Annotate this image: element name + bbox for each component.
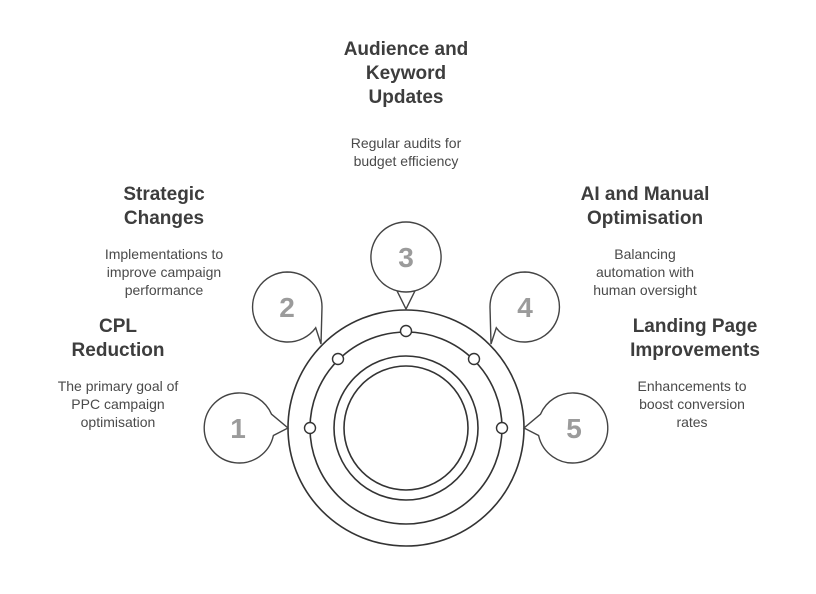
stage-4-title: AI and Manual Optimisation xyxy=(580,184,710,229)
inner-ring-inner xyxy=(343,365,469,491)
marker-dot-5 xyxy=(495,421,509,435)
stage-badge-5: 5 xyxy=(522,392,609,464)
stage-badge-4: 4 xyxy=(489,271,561,345)
stage-4-description: Balancing automation with human oversigh… xyxy=(593,246,697,298)
badge-number-4: 4 xyxy=(517,292,533,323)
badge-number-1: 1 xyxy=(230,413,246,444)
stage-2-description: Implementations to improve campaign perf… xyxy=(104,246,224,298)
stage-badge-2: 2 xyxy=(251,271,323,345)
badge-number-2: 2 xyxy=(279,292,295,323)
stage-badge-3: 3 xyxy=(370,221,442,311)
stage-5-description: Enhancements to boost conversion rates xyxy=(637,378,747,430)
stage-1-description: The primary goal of PPC campaign optimis… xyxy=(57,378,179,430)
stage-2-title: Strategic Changes xyxy=(123,184,205,229)
stage-3-title: Audience and Keyword Updates xyxy=(343,39,469,108)
marker-dot-3 xyxy=(399,324,413,338)
marker-dot-2 xyxy=(331,352,345,366)
marker-dot-4 xyxy=(467,352,481,366)
stage-5-title: Landing Page Improvements xyxy=(630,316,760,361)
marker-dot-1 xyxy=(303,421,317,435)
stage-3-description: Regular audits for budget efficiency xyxy=(350,135,462,169)
inner-ring-outer xyxy=(333,355,479,501)
outer-ring xyxy=(287,309,525,547)
badge-number-5: 5 xyxy=(566,413,582,444)
stage-badge-1: 1 xyxy=(203,392,290,464)
stage-1-title: CPL Reduction xyxy=(71,316,165,361)
badge-number-3: 3 xyxy=(398,242,414,273)
